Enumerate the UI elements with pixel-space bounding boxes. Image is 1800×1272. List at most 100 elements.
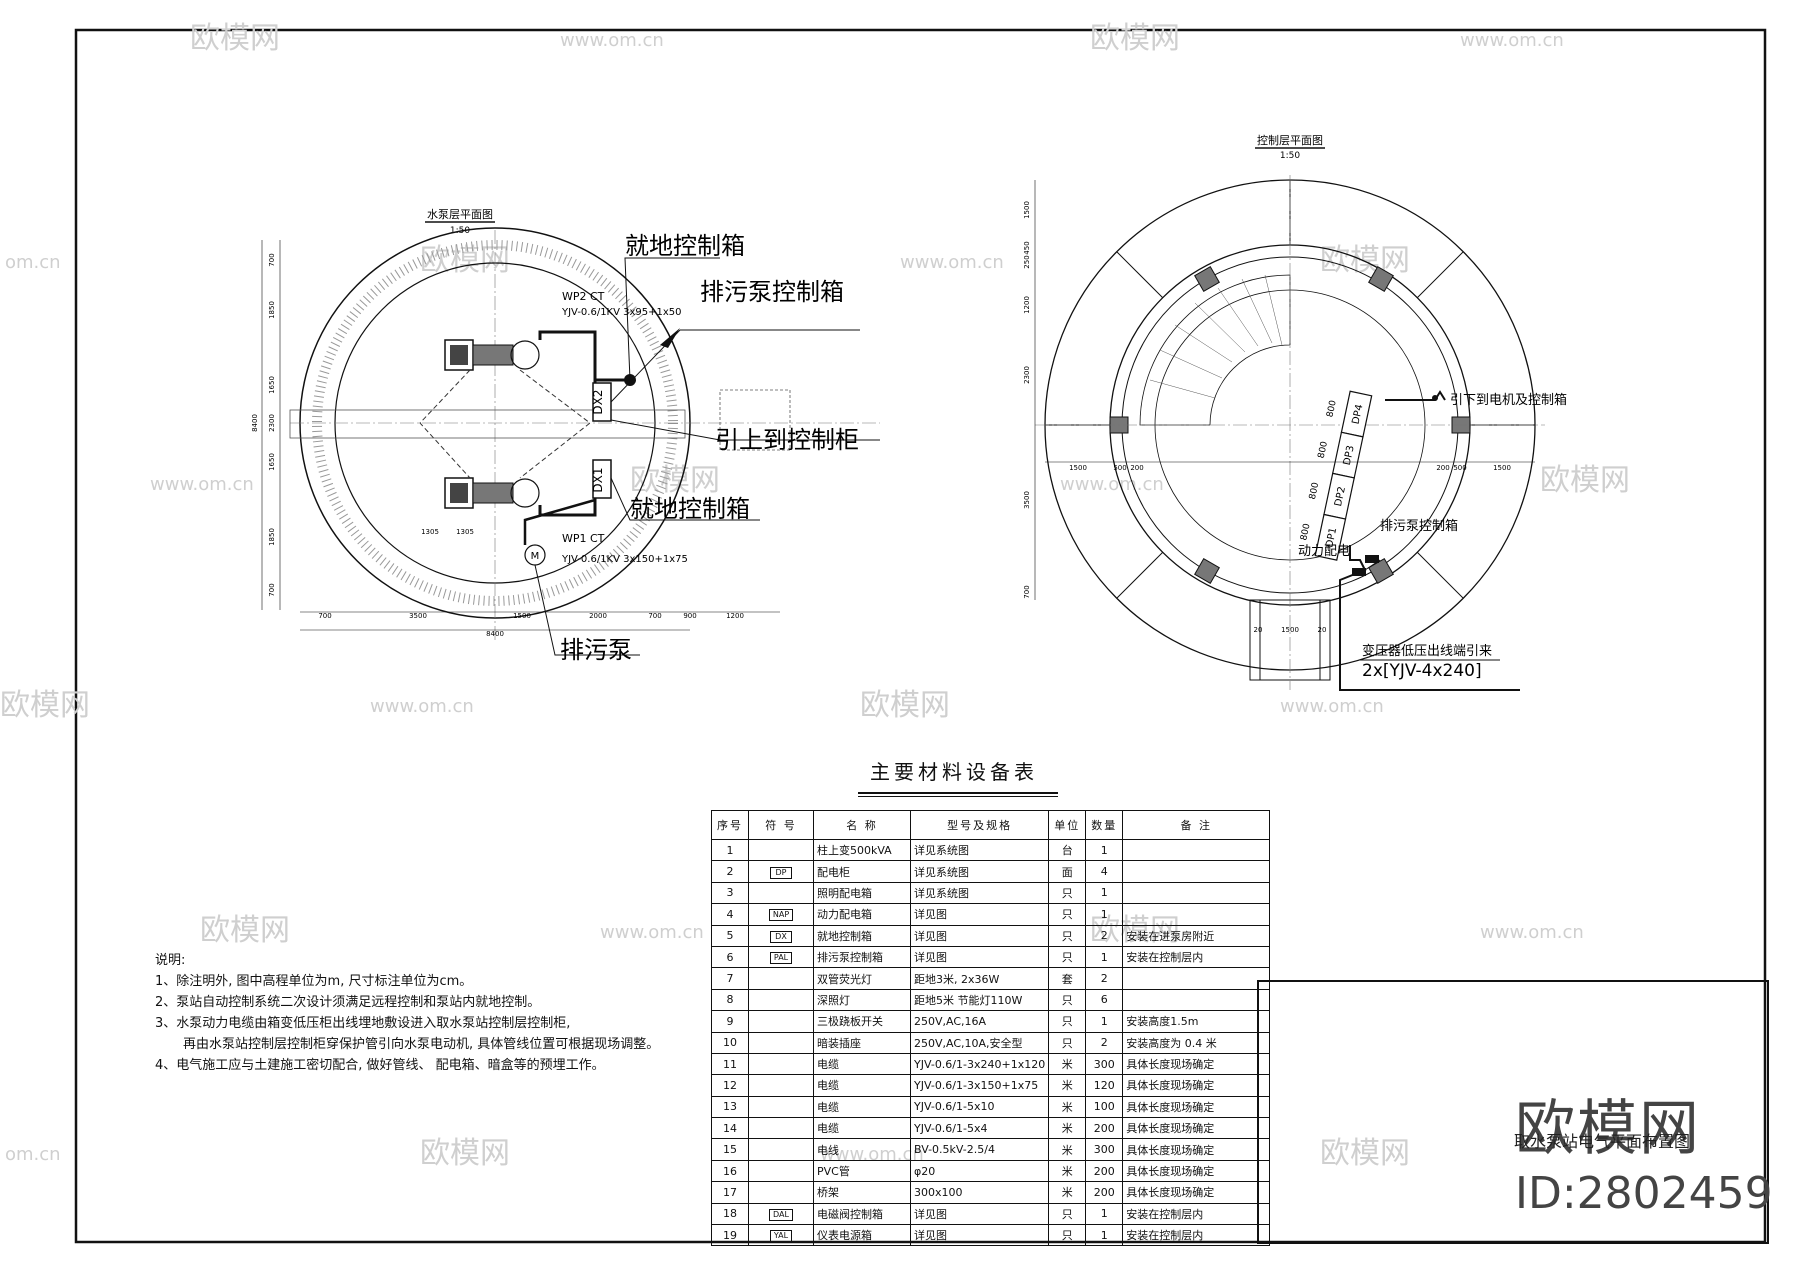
materials-title: 主要材料设备表 xyxy=(870,760,1038,784)
cell-unit: 只 xyxy=(1048,881,1087,905)
watermark-url: www.om.cn xyxy=(150,474,254,495)
cell-no: 11 xyxy=(711,1052,749,1076)
cell-unit: 面 xyxy=(1048,860,1087,883)
cell-no: 13 xyxy=(711,1095,749,1119)
watermarks: 欧模网 www.om.cn 欧模网 www.om.cn om.cn 欧模网 ww… xyxy=(0,21,1630,1171)
cell-qty: 300 xyxy=(1085,1138,1124,1161)
cell-no: 14 xyxy=(711,1117,749,1140)
pump-dim-left: 1650 xyxy=(268,453,276,471)
dp-cabinets: DP4 DP3 DP2 DP1 800 800 800 800 xyxy=(1299,390,1373,561)
cell-unit: 台 xyxy=(1048,838,1087,862)
pump-dim-left: 1650 xyxy=(268,376,276,394)
cabinet-dim: 800 xyxy=(1308,481,1321,500)
cell-sym xyxy=(748,1052,814,1076)
cell-unit: 米 xyxy=(1048,1095,1087,1119)
notes: 说明: 1、除注明外, 图中高程单位为m, 尺寸标注单位为cm。 2、泵站自动控… xyxy=(155,950,659,1076)
cell-note xyxy=(1122,988,1271,1012)
cell-sym: DAL xyxy=(748,1202,814,1226)
ctrl-dim-left: 3500 xyxy=(1023,491,1031,509)
cell-note: 具体长度现场确定 xyxy=(1122,1095,1271,1119)
cell-sym xyxy=(748,1074,814,1097)
cell-qty: 200 xyxy=(1085,1117,1124,1140)
cell-qty: 1 xyxy=(1085,903,1124,926)
cell-spec: 250V,AC,16A xyxy=(909,1010,1050,1033)
col-header: 符 号 xyxy=(748,810,814,840)
cell-name: 排污泵控制箱 xyxy=(813,945,911,969)
note-item: 3、水泵动力电缆由箱变低压柜出线埋地敷设进入取水泵站控制层控制柜, xyxy=(155,1016,571,1031)
materials-header-row: 序号 符 号 名 称 型号及规格 单位 数量 备 注 xyxy=(711,810,1271,840)
cell-note: 安装在进泵房附近 xyxy=(1122,924,1271,947)
label-local-box-top: 就地控制箱 xyxy=(625,232,745,260)
watermark-brand: 欧模网 xyxy=(1090,21,1180,56)
control-floor-plan: 控制层平面图 1:50 xyxy=(1023,133,1567,691)
cell-qty: 1 xyxy=(1085,838,1124,862)
cell-note: 具体长度现场确定 xyxy=(1122,1052,1271,1076)
ctrl-dim-bottom: 200 xyxy=(1130,464,1143,472)
cabinet-dim: 800 xyxy=(1325,399,1338,418)
pump-dim-left-total: 8400 xyxy=(251,414,259,432)
cell-spec: 详见图 xyxy=(909,1224,1050,1247)
model-id: ID:2802459 xyxy=(1515,1168,1773,1219)
cell-no: 9 xyxy=(711,1010,749,1033)
pump-dim-bottom: 1500 xyxy=(513,612,531,620)
cell-spec: YJV-0.6/1-5x10 xyxy=(909,1095,1050,1119)
cell-no: 16 xyxy=(711,1159,749,1183)
cell-no: 8 xyxy=(711,988,749,1012)
cell-note: 安装高度1.5m xyxy=(1122,1010,1271,1033)
cell-name: 三极跷板开关 xyxy=(813,1010,911,1033)
cell-qty: 120 xyxy=(1085,1074,1124,1097)
cell-qty: 200 xyxy=(1085,1159,1124,1183)
pump-dim-bottom: 3500 xyxy=(409,612,427,620)
cell-qty: 2 xyxy=(1085,924,1124,947)
cell-note: 具体长度现场确定 xyxy=(1122,1074,1271,1097)
watermark-url: om.cn xyxy=(5,252,61,273)
cell-spec: 详见系统图 xyxy=(909,881,1050,905)
watermark-url: www.om.cn xyxy=(1460,30,1564,51)
ctrl-dim-left: 700 xyxy=(1023,585,1031,598)
cell-sym xyxy=(748,1117,814,1140)
cell-note xyxy=(1122,967,1271,990)
cell-unit: 只 xyxy=(1048,903,1087,926)
note-item: 1、除注明外, 图中高程单位为m, 尺寸标注单位为cm。 xyxy=(155,974,473,989)
cell-note: 安装高度为 0.4 米 xyxy=(1122,1031,1271,1054)
cell-no: 4 xyxy=(711,903,749,926)
cell-no: 15 xyxy=(711,1138,749,1161)
cell-no: 5 xyxy=(711,924,749,947)
cell-name: 电缆 xyxy=(813,1117,911,1140)
pump-dim-left: 1850 xyxy=(268,301,276,319)
cell-no: 17 xyxy=(711,1181,749,1204)
pump-dim-left: 700 xyxy=(268,583,276,596)
cell-no: 12 xyxy=(711,1074,749,1097)
ctrl-dim-left: 1200 xyxy=(1023,296,1031,314)
cell-name: 电缆 xyxy=(813,1095,911,1119)
pump-dim-bottom: 700 xyxy=(648,612,661,620)
cell-name: 动力配电箱 xyxy=(813,903,911,926)
cell-name: 桥架 xyxy=(813,1181,911,1204)
pump-dim-left: 2300 xyxy=(268,414,276,432)
cell-sym xyxy=(748,988,814,1012)
cell-no: 1 xyxy=(711,838,749,862)
cell-name: 柱上变500kVA xyxy=(813,838,911,862)
motor-label: M xyxy=(531,551,540,562)
cell-name: 电线 xyxy=(813,1138,911,1161)
watermark-url: www.om.cn xyxy=(560,30,664,51)
dp2-label: DP2 xyxy=(1333,486,1348,508)
cell-no: 7 xyxy=(711,967,749,990)
cell-name: 电缆 xyxy=(813,1074,911,1097)
pump-dim-bottom: 2000 xyxy=(589,612,607,620)
cell-spec: 详见系统图 xyxy=(909,860,1050,883)
dp4-label: DP4 xyxy=(1351,403,1366,425)
materials-title-underline xyxy=(858,792,1058,797)
cell-unit: 米 xyxy=(1048,1052,1087,1076)
control-plan-title: 控制层平面图 xyxy=(1257,133,1323,147)
entry-dim: 20 xyxy=(1318,626,1327,634)
